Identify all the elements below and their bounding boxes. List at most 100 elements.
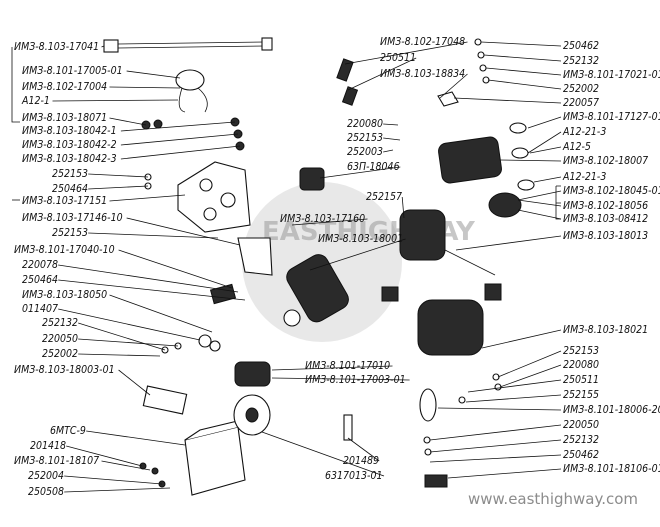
tail-light-housing	[438, 136, 502, 184]
leader-line	[499, 364, 562, 388]
left-part-label: 252004	[28, 470, 64, 482]
ignition-lock	[161, 334, 221, 354]
center-part-label: 201489	[343, 455, 379, 467]
connector-blocks	[381, 283, 502, 302]
leader-line	[429, 439, 562, 453]
right-part-label: ИМЗ-8.101-17021-01	[563, 69, 660, 81]
left-part-label: ИМЗ-8.101-18107	[14, 455, 99, 467]
left-part-label: ИМЗ-8.101-17040-10	[14, 244, 115, 256]
left-part-label: ИМЗ-8.103-18042-2	[22, 139, 117, 151]
leader-line	[437, 407, 562, 411]
left-part-label: 6МТС-9	[50, 425, 86, 437]
leader-line	[118, 249, 233, 289]
right-part-label: ИМЗ-8.102-18007	[563, 155, 648, 167]
leader-line	[347, 437, 380, 462]
leader-line	[527, 131, 562, 154]
right-label-column: 250462252132ИМЗ-8.101-17021-012520022200…	[562, 40, 660, 475]
center-bracket	[437, 91, 459, 107]
leader-line	[481, 329, 562, 349]
headlight-body	[417, 299, 484, 356]
leader-line	[347, 57, 417, 91]
leader-line	[429, 424, 562, 441]
right-part-label: А12-21-3	[562, 126, 606, 138]
leader-line	[480, 41, 562, 47]
right-part-label: ИМЗ-8.103-08412	[563, 213, 648, 225]
speedometer-cable	[103, 37, 273, 53]
horn-right	[419, 388, 437, 422]
leader-line	[529, 146, 562, 154]
left-part-label: ИМЗ-8.103-18042-1	[22, 125, 117, 137]
right-part-label: 250462	[563, 449, 599, 461]
right-part-label: 252155	[563, 389, 599, 401]
leader-line	[483, 54, 562, 62]
right-part-label: ИМЗ-8.103-18013	[563, 230, 648, 242]
left-part-label: ИМЗ-8.103-18050	[22, 289, 107, 301]
switch-with-wires	[175, 69, 208, 113]
leader-line	[271, 365, 393, 371]
right-part-label: ИМЗ-8.102-18045-01	[563, 185, 660, 197]
left-part-label: ИМЗ-8.103-17146-10	[22, 212, 123, 224]
leader-line	[499, 159, 562, 162]
right-part-label: А12-5	[562, 141, 591, 153]
leader-line	[401, 196, 405, 219]
horn-sound-signal	[233, 394, 271, 436]
leader-line	[429, 454, 562, 463]
right-part-label: 220080	[563, 359, 599, 371]
leader-line	[383, 137, 401, 141]
leader-line	[497, 350, 562, 378]
leader-line	[88, 232, 219, 239]
center-part-label: 250511	[380, 52, 416, 64]
right-part-label: ИМЗ-8.101-17127-01	[563, 111, 660, 123]
left-part-label: 252002	[42, 348, 78, 360]
leader-line	[120, 121, 236, 132]
leader-line	[447, 468, 562, 479]
lamp-bulbs-right	[509, 122, 535, 191]
center-part-label: 252153	[347, 132, 383, 144]
leader-line	[78, 322, 166, 351]
leader-line	[383, 123, 399, 126]
right-part-label: ИМЗ-8.103-18021	[563, 324, 648, 336]
center-part-label: 63П-18046	[347, 161, 400, 173]
right-part-label: 252002	[563, 83, 599, 95]
group-bracket	[11, 47, 20, 123]
leader-line	[467, 379, 562, 393]
right-part-label: А12-21-3	[562, 171, 606, 183]
left-part-label: 220050	[42, 333, 78, 345]
bottom-bracket-right	[424, 474, 448, 488]
headlight-switch-assembly	[399, 209, 496, 276]
leader-line	[109, 86, 181, 89]
left-part-label: ИМЗ-8.103-17041	[14, 41, 99, 53]
center-part-label: ИМЗ-8.103-18834	[380, 68, 465, 80]
left-part-label: 252132	[42, 317, 78, 329]
left-part-label: 250508	[28, 486, 64, 498]
leader-line	[58, 279, 246, 301]
leader-line	[88, 185, 149, 190]
leader-line	[64, 475, 163, 485]
left-part-label: ИМЗ-8.103-18071	[22, 112, 107, 124]
leader-line	[64, 487, 171, 493]
spark-plug-cap	[336, 58, 359, 106]
leader-line	[309, 238, 406, 271]
right-part-label: 250511	[563, 374, 599, 386]
spark-plug	[343, 414, 353, 441]
leader-line	[126, 70, 181, 79]
center-part-label: ИМЗ-8.101-17003-01	[305, 374, 406, 386]
center-part-label: 6317013-01	[325, 470, 383, 482]
left-part-label: 252153	[52, 227, 88, 239]
leader-line	[52, 99, 179, 102]
leader-line	[517, 190, 562, 201]
left-part-label: ИМЗ-8.101-17005-01	[22, 65, 123, 77]
leader-line	[261, 431, 385, 477]
left-label-column: ИМЗ-8.103-17041ИМЗ-8.101-17005-01ИМЗ-8.1…	[14, 41, 123, 498]
left-part-label: 201418	[30, 440, 66, 452]
right-part-label: 220050	[563, 419, 599, 431]
voltage-regulator	[299, 167, 325, 191]
relay-block	[209, 283, 237, 305]
leader-line	[58, 308, 201, 341]
center-part-label: 252003	[347, 146, 383, 158]
left-part-label: 220078	[22, 259, 58, 271]
right-part-label: ИМЗ-8.101-18006-20	[563, 404, 660, 416]
center-part-label: ИМЗ-8.101-17010	[305, 360, 390, 372]
